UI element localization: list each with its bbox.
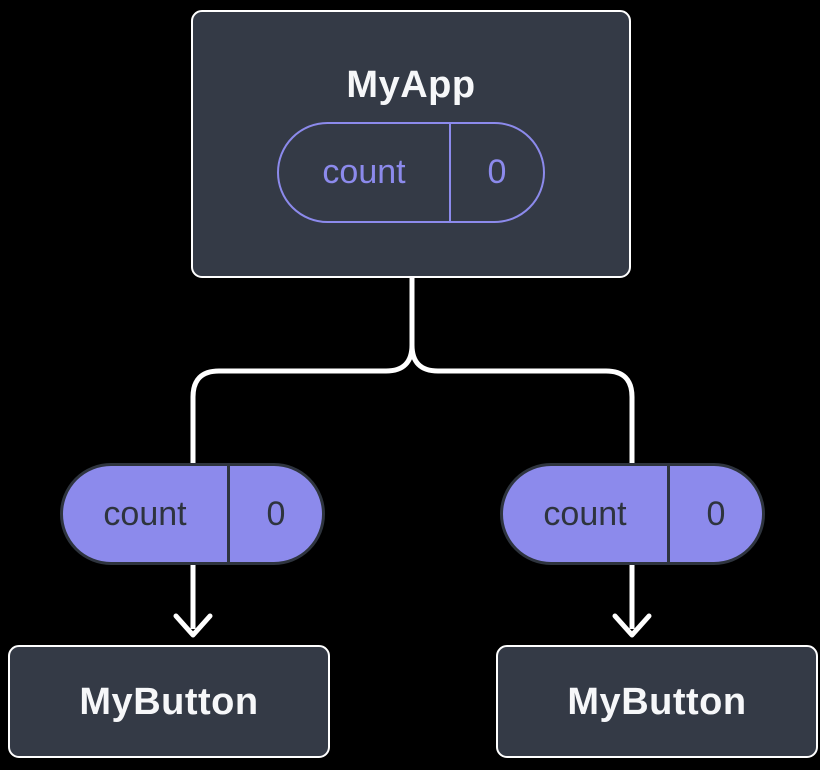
prop-value: 0 [667,466,762,562]
prop-pill-left: count 0 [60,463,325,565]
arrow-head [173,613,213,638]
mybutton-left-box: MyButton [8,645,330,758]
myapp-title: MyApp [346,64,476,106]
prop-pill-right: count 0 [500,463,765,565]
mybutton-right-box: MyButton [496,645,818,758]
branch-left-connector [190,276,415,466]
arrow-down-left-icon [173,564,213,638]
myapp-component-box: MyApp count 0 [191,10,631,278]
prop-name: count [103,494,187,533]
arrow-down-right-icon [612,564,652,638]
prop-value: 0 [227,466,322,562]
mybutton-left-title: MyButton [79,680,259,723]
arrow-head [612,613,652,638]
state-value: 0 [449,124,543,221]
myapp-state-pill: count 0 [277,122,545,223]
branch-right-connector [409,276,635,466]
state-name: count [322,153,406,191]
mybutton-right-title: MyButton [567,680,747,723]
prop-name: count [543,494,627,533]
